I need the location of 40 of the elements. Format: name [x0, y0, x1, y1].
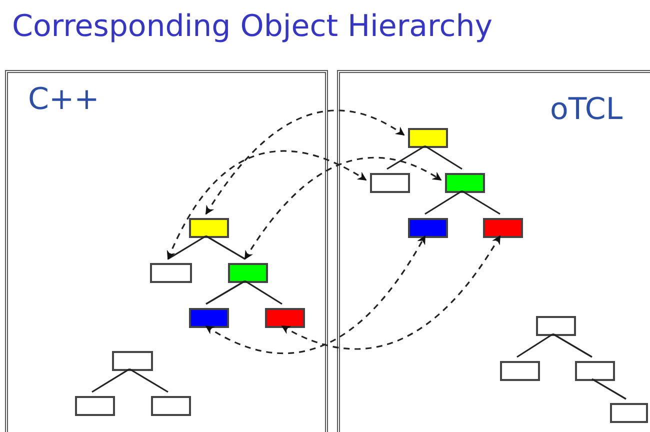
object-box — [151, 396, 191, 416]
tree-line — [552, 333, 592, 358]
tree-line — [516, 333, 554, 358]
object-box — [610, 403, 648, 423]
tree-line — [386, 145, 426, 170]
object-box — [228, 263, 268, 283]
object-box — [189, 218, 229, 238]
tree-line — [92, 368, 130, 393]
tree-line — [244, 280, 282, 305]
object-box — [150, 263, 192, 283]
object-box — [189, 308, 229, 328]
tree-line — [206, 280, 246, 305]
object-box — [445, 173, 485, 193]
tree-line — [168, 235, 206, 260]
object-box — [265, 308, 305, 328]
dashed-arrow — [205, 110, 405, 215]
object-box — [408, 218, 448, 238]
object-box — [483, 218, 523, 238]
tree-line — [424, 190, 462, 215]
object-box — [500, 361, 540, 381]
tree-line — [424, 145, 462, 170]
title: Corresponding Object Hierarchy — [12, 8, 492, 46]
dashed-arrow — [205, 235, 426, 354]
object-box — [75, 396, 115, 416]
panel — [5, 70, 328, 432]
dashed-arrow — [167, 150, 367, 260]
dashed-arrow — [244, 156, 442, 260]
panel — [337, 70, 650, 432]
object-box — [408, 128, 448, 148]
object-box — [536, 316, 576, 336]
panel-heading: C++ — [28, 85, 100, 115]
tree-line — [206, 235, 246, 260]
object-box — [112, 351, 153, 371]
panel-heading: oTCL — [550, 95, 623, 125]
object-box — [370, 173, 410, 193]
tree-line — [129, 368, 168, 393]
tree-line — [462, 190, 500, 215]
tree-line — [592, 378, 626, 400]
object-box — [575, 361, 615, 381]
dashed-arrow — [281, 235, 501, 350]
